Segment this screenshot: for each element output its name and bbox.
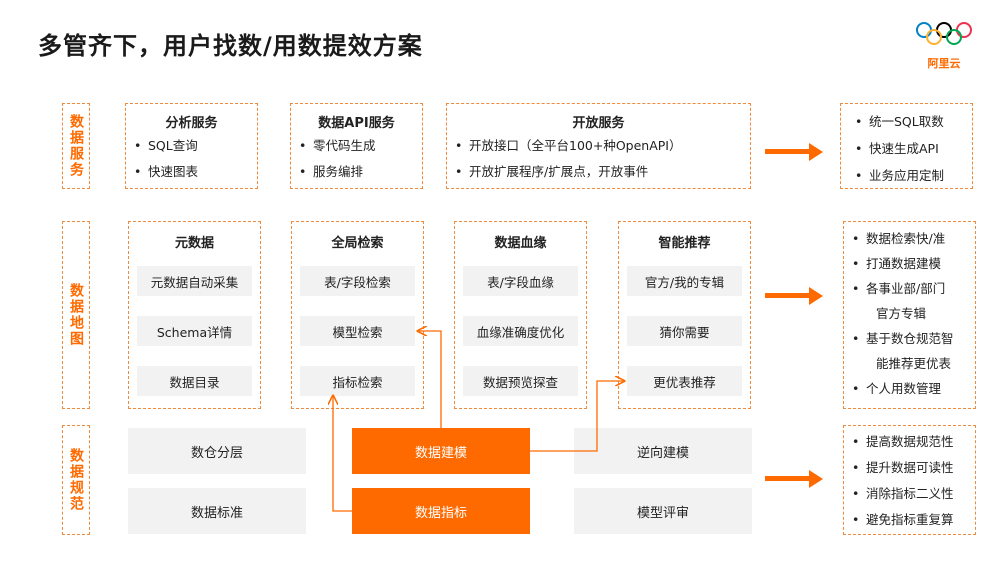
metadata-column: 元数据 元数据自动采集 Schema详情 数据目录 xyxy=(128,221,261,409)
arrow-right-icon xyxy=(765,143,823,161)
metadata-cell: 数据目录 xyxy=(137,366,252,396)
section-label-spec: 数据规范 xyxy=(62,425,90,535)
recommend-cell: 官方/我的专辑 xyxy=(627,266,742,296)
spec-left-box: 数据标准 xyxy=(128,488,306,534)
list-item: 数据检索快/准 xyxy=(844,226,975,251)
search-title: 全局检索 xyxy=(331,236,384,251)
metadata-cell: 元数据自动采集 xyxy=(137,266,252,296)
search-cell: 指标检索 xyxy=(300,366,415,396)
brand-logo: 阿里云 xyxy=(912,52,976,71)
list-item: 快速生成API xyxy=(841,135,972,162)
list-item: 个人用数管理 xyxy=(844,376,975,401)
recommend-cell: 猜你需要 xyxy=(627,316,742,346)
list-item: 服务编排 xyxy=(291,159,422,185)
lineage-title: 数据血缘 xyxy=(494,236,547,251)
spec-outcomes-box: 提高数据规范性 提升数据可读性 消除指标二义性 避免指标重复算 xyxy=(843,425,976,535)
list-item: 开放扩展程序/扩展点，开放事件 xyxy=(447,159,750,185)
spec-right-box: 逆向建模 xyxy=(574,428,752,474)
lineage-cell: 表/字段血缘 xyxy=(463,266,578,296)
lineage-cell: 血缘准确度优化 xyxy=(463,316,578,346)
list-item: 开放接口（全平台100+种OpenAPI） xyxy=(447,133,750,159)
spec-left-box: 数仓分层 xyxy=(128,428,306,474)
recommend-cell: 更优表推荐 xyxy=(627,366,742,396)
map-outcomes-box: 数据检索快/准 打通数据建模 各事业部/部门 官方专辑 基于数仓规范智 能推荐更… xyxy=(843,221,976,409)
list-item: 各事业部/部门 xyxy=(844,276,975,301)
search-cell: 表/字段检索 xyxy=(300,266,415,296)
list-item: 基于数仓规范智 xyxy=(844,326,975,351)
list-item: 避免指标重复算 xyxy=(844,507,975,533)
page-title: 多管齐下，用户找数/用数提效方案 xyxy=(38,32,423,60)
spec-right-box: 模型评审 xyxy=(574,488,752,534)
metadata-cell: Schema详情 xyxy=(137,316,252,346)
list-item: 提高数据规范性 xyxy=(844,429,975,455)
list-item: 快速图表 xyxy=(126,159,257,185)
olympic-rings-logo: 阿里云 xyxy=(912,20,976,72)
open-service-box: 开放服务 开放接口（全平台100+种OpenAPI） 开放扩展程序/扩展点，开放… xyxy=(446,103,751,189)
list-item: 业务应用定制 xyxy=(841,162,972,189)
recommend-column: 智能推荐 官方/我的专辑 猜你需要 更优表推荐 xyxy=(618,221,751,409)
connector-modeling-to-search xyxy=(418,331,442,428)
arrow-right-icon xyxy=(765,470,823,488)
list-item-continuation: 官方专辑 xyxy=(876,306,927,321)
search-column: 全局检索 表/字段检索 模型检索 指标检索 xyxy=(291,221,424,409)
open-service-title: 开放服务 xyxy=(572,116,625,131)
section-label-service: 数据服务 xyxy=(62,103,90,189)
list-item-continuation: 能推荐更优表 xyxy=(876,356,952,371)
list-item: SQL查询 xyxy=(126,133,257,159)
data-metrics-box: 数据指标 xyxy=(352,488,530,534)
list-item: 消除指标二义性 xyxy=(844,481,975,507)
data-modeling-box: 数据建模 xyxy=(352,428,530,474)
api-service-title: 数据API服务 xyxy=(318,116,395,131)
arrow-right-icon xyxy=(765,287,823,305)
list-item: 零代码生成 xyxy=(291,133,422,159)
list-item: 打通数据建模 xyxy=(844,251,975,276)
list-item: 提升数据可读性 xyxy=(844,455,975,481)
lineage-cell: 数据预览探查 xyxy=(463,366,578,396)
service-outcomes-box: 统一SQL取数 快速生成API 业务应用定制 xyxy=(840,103,973,189)
list-item: 统一SQL取数 xyxy=(841,108,972,135)
section-label-map: 数据地图 xyxy=(62,221,90,409)
recommend-title: 智能推荐 xyxy=(658,236,711,251)
metadata-title: 元数据 xyxy=(174,236,214,251)
brand-name: 阿里云 xyxy=(927,57,961,70)
olympic-rings-icon xyxy=(916,22,972,45)
search-cell: 模型检索 xyxy=(300,316,415,346)
connector-modeling-to-recommend xyxy=(530,381,624,452)
connector-metrics-to-search xyxy=(333,396,352,512)
analysis-service-box: 分析服务 SQL查询 快速图表 xyxy=(125,103,258,189)
lineage-column: 数据血缘 表/字段血缘 血缘准确度优化 数据预览探查 xyxy=(454,221,587,409)
analysis-service-title: 分析服务 xyxy=(165,116,218,131)
api-service-box: 数据API服务 零代码生成 服务编排 xyxy=(290,103,423,189)
